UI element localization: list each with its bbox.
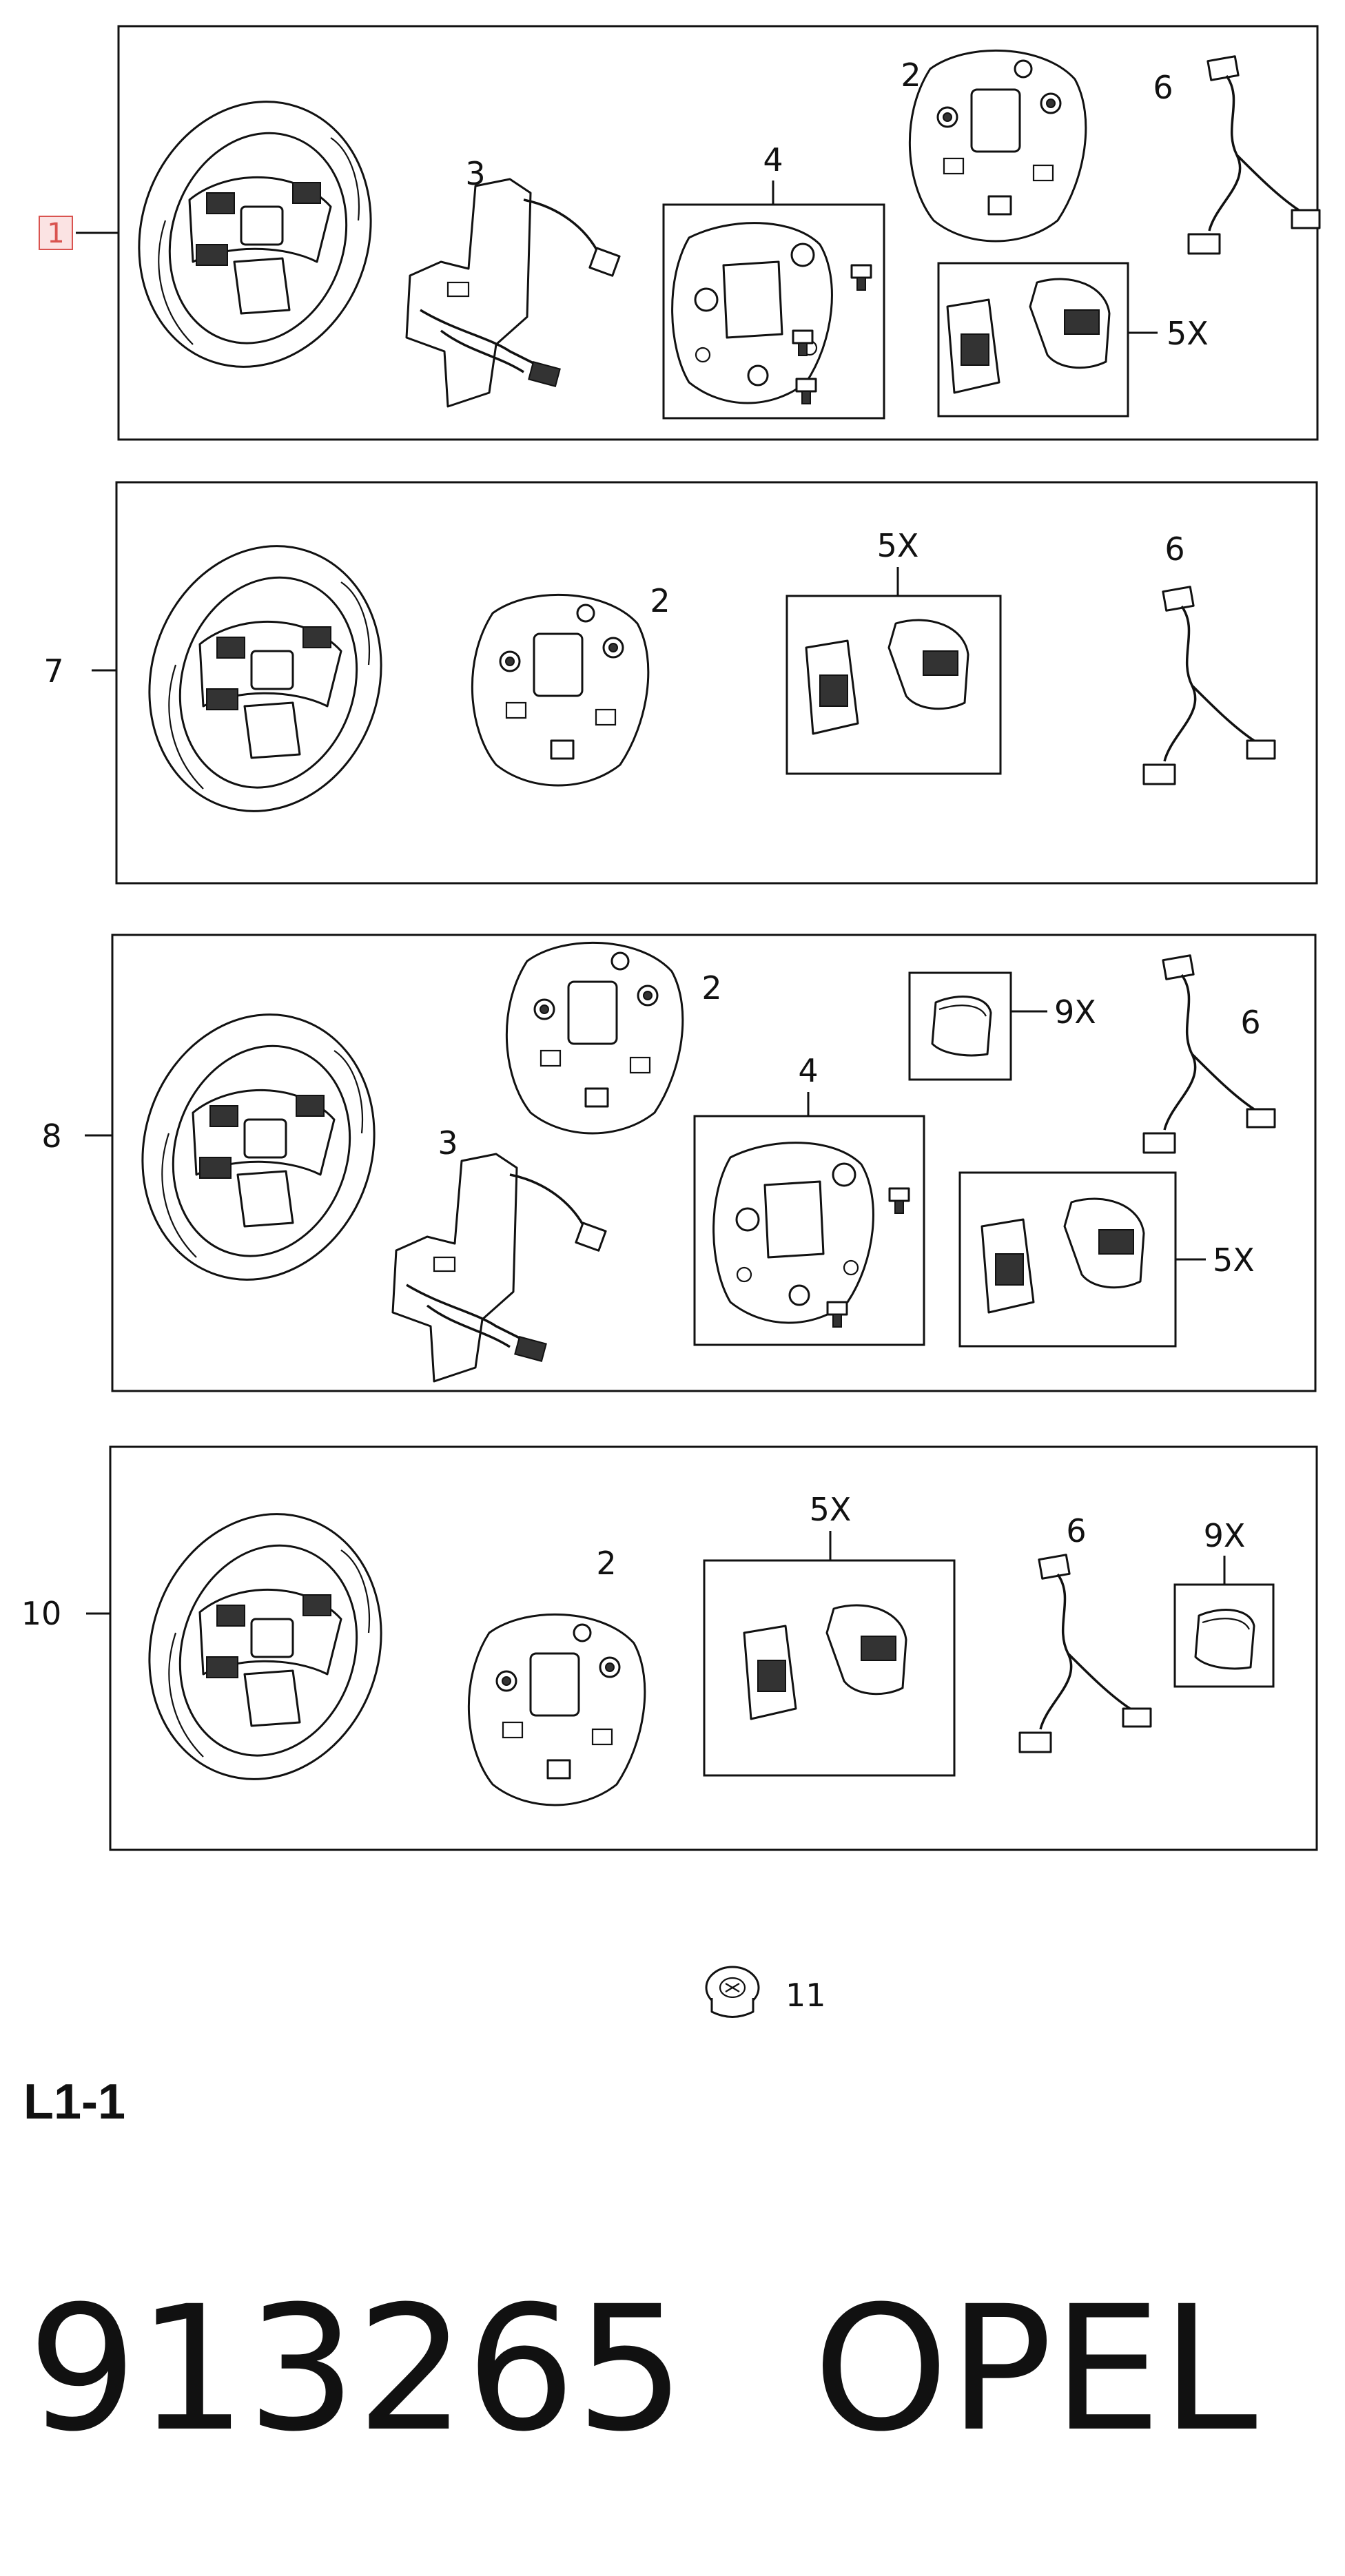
callout-6: 6 (1153, 69, 1173, 106)
callout-2: 2 (650, 582, 670, 619)
part-number: 913265 (28, 2269, 685, 2469)
part-11-group: 11 (705, 1966, 826, 2018)
harness-illustration (1018, 1553, 1152, 1753)
callout-5x: 5X (810, 1491, 852, 1528)
callout-9x: 9X (1054, 993, 1096, 1031)
callout-2: 2 (701, 969, 721, 1007)
back-cover-illustration (505, 941, 684, 1135)
harness-illustration (1142, 585, 1276, 785)
back-cover-illustration (471, 593, 650, 787)
callout-4: 4 (798, 1052, 818, 1089)
harness-illustration (1187, 54, 1321, 255)
bezel-illustration (671, 222, 833, 404)
steering-wheel-illustration (104, 70, 406, 398)
switches-illustration (980, 1197, 1145, 1314)
screw-illustration (826, 1301, 848, 1328)
section-title: L1-1 (23, 2074, 125, 2130)
screw-illustration (795, 378, 817, 405)
row-10-frame (109, 1445, 1318, 1851)
callout-5x: 5X (1213, 1241, 1255, 1279)
steering-wheel-illustration (114, 515, 416, 843)
trim-cap-illustration (1194, 1609, 1255, 1670)
callout-2: 2 (596, 1545, 616, 1582)
switches-illustration (805, 619, 969, 735)
callout-11: 11 (786, 1977, 826, 2014)
row-10-label: 10 (21, 1595, 62, 1632)
part-5x-box (937, 262, 1129, 418)
callout-6: 6 (1164, 530, 1184, 568)
row-7-group: 7 2 5X 6 (43, 481, 1318, 885)
callout-4: 4 (763, 141, 783, 178)
row-8-group: 8 3 2 4 9X 6 5X (41, 934, 1317, 1392)
callout-6: 6 (1240, 1004, 1260, 1041)
part-9x-box (908, 971, 1012, 1081)
row-1-label: 1 (47, 218, 64, 249)
callout-6: 6 (1066, 1512, 1086, 1549)
callout-5x: 5X (877, 527, 919, 564)
row-1-selected-marker[interactable] (39, 216, 73, 250)
callout-2: 2 (901, 56, 921, 94)
harness-illustration (1142, 954, 1276, 1154)
trim-cap-illustration (931, 996, 992, 1057)
part-5x-box (703, 1559, 956, 1777)
screw-illustration (850, 264, 872, 291)
row-10-group: 10 2 5X 6 9X (21, 1445, 1318, 1851)
bracket-illustration (405, 178, 621, 408)
row-7-label: 7 (43, 652, 63, 690)
switches-illustration (743, 1604, 907, 1720)
steering-wheel-illustration (107, 983, 409, 1311)
brand-name: OPEL (813, 2269, 1257, 2469)
callout-5x: 5X (1167, 315, 1209, 352)
screw-illustration (888, 1187, 910, 1215)
switches-illustration (946, 278, 1111, 394)
callout-9x: 9X (1204, 1517, 1246, 1554)
back-cover-illustration (908, 49, 1087, 243)
row-1-group: 1 3 4 2 5X 6 (39, 25, 1321, 441)
row-7-frame (115, 481, 1318, 885)
callout-3: 3 (465, 155, 485, 192)
callout-3: 3 (438, 1124, 458, 1162)
bezel-illustration (712, 1142, 874, 1324)
row-8-frame (111, 934, 1317, 1392)
steering-wheel-illustration (114, 1483, 416, 1811)
bracket-illustration (391, 1153, 607, 1383)
part-5x-box (786, 595, 1002, 775)
back-cover-illustration (467, 1613, 646, 1806)
row-8-label: 8 (41, 1117, 61, 1155)
bolt-illustration (705, 1966, 760, 2018)
